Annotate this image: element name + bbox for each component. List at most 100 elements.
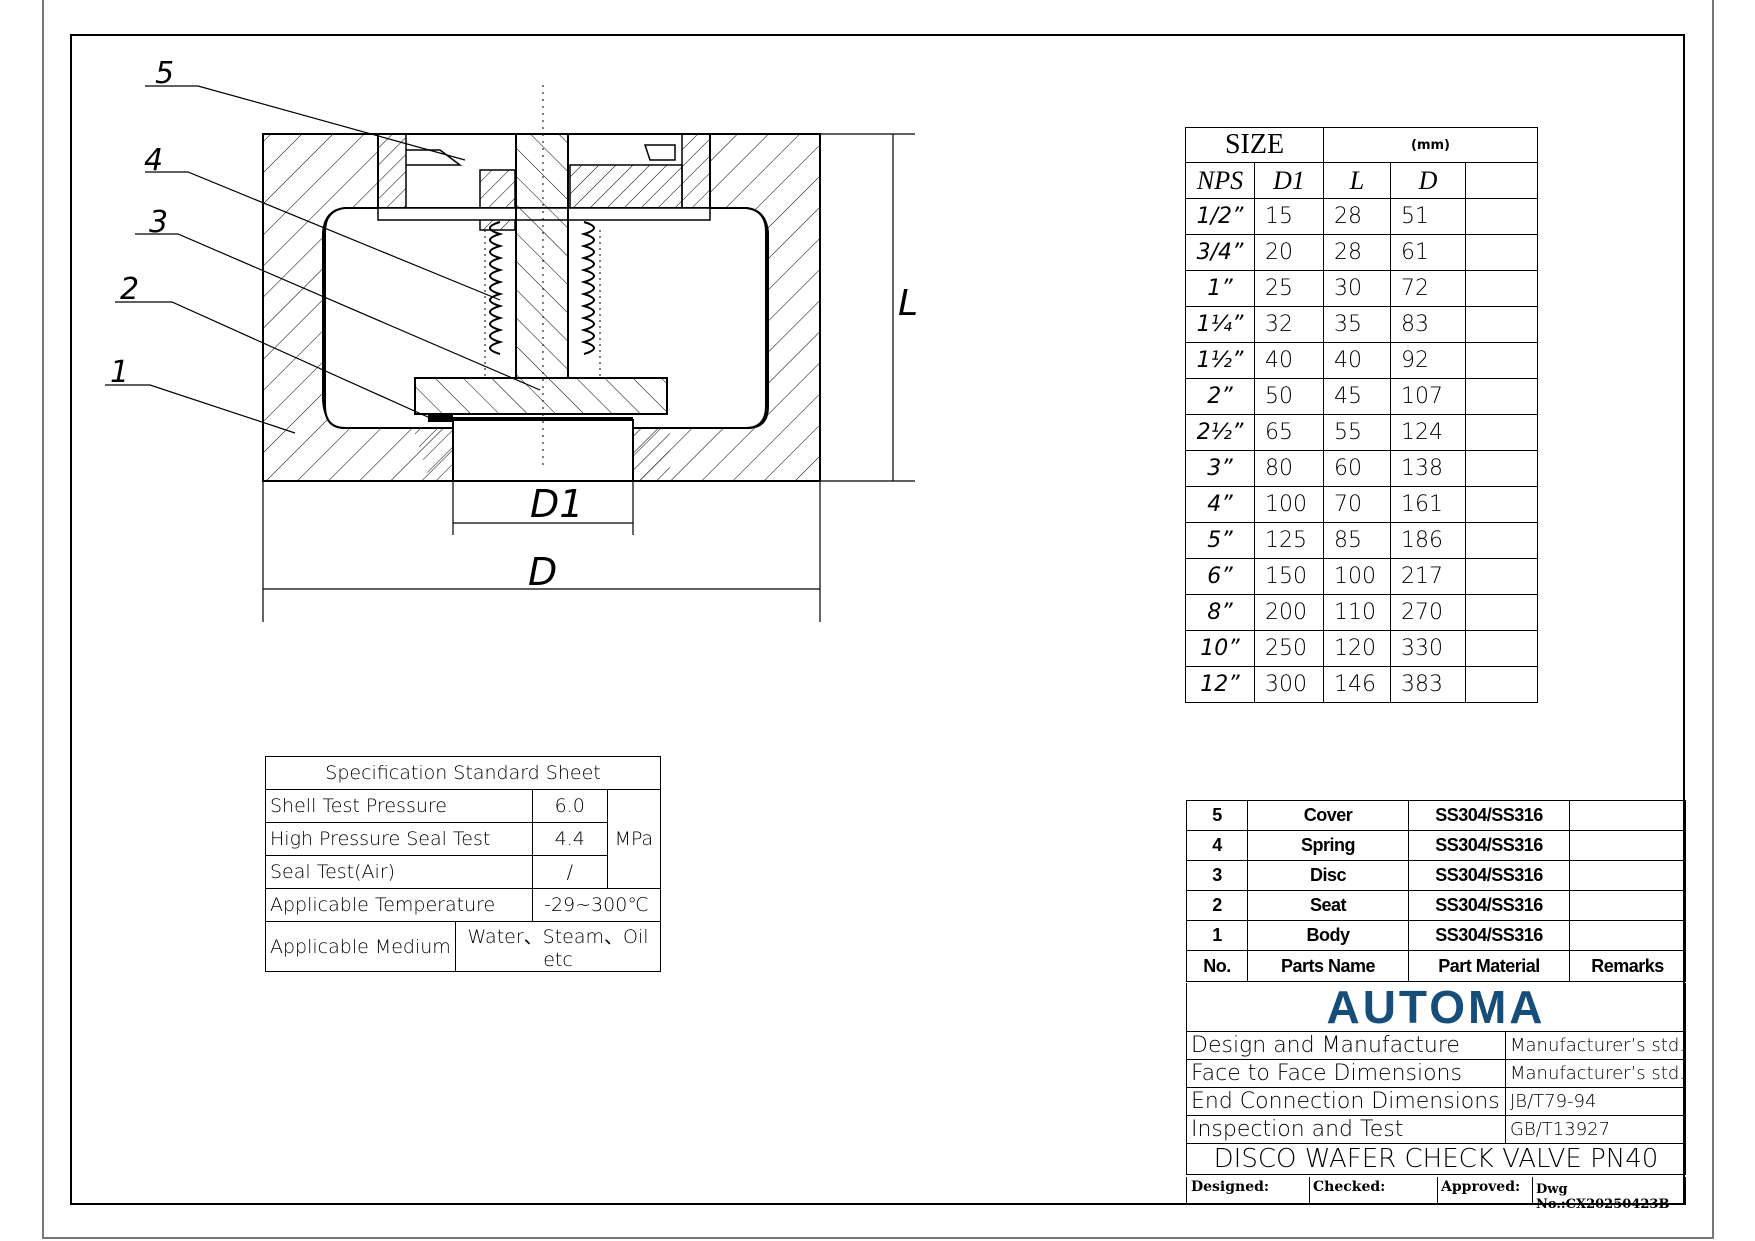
size-d-cell: 83 — [1390, 306, 1466, 343]
standard-label: End Connection Dimensions — [1186, 1087, 1506, 1116]
size-nps-cell: 1/2” — [1185, 198, 1255, 235]
parts-header-remarks: Remarks — [1569, 950, 1686, 982]
standard-label: Inspection and Test — [1186, 1115, 1506, 1144]
temp-label: Applicable Temperature — [265, 888, 533, 922]
size-d-cell: 217 — [1390, 558, 1466, 595]
col-nps: NPS — [1185, 162, 1255, 199]
size-l-cell: 30 — [1323, 270, 1391, 307]
size-blank-cell — [1465, 558, 1538, 595]
part-name-cell: Body — [1247, 920, 1409, 951]
size-nps-cell: 2” — [1185, 378, 1255, 415]
part-remarks-cell — [1569, 800, 1686, 831]
size-l-cell: 85 — [1323, 522, 1391, 559]
hp-seal-value: 4.4 — [531, 822, 608, 856]
part-name-cell: Disc — [1247, 860, 1409, 891]
callout-3: 3 — [149, 205, 168, 240]
size-d-cell: 383 — [1390, 666, 1466, 703]
size-blank-cell — [1465, 306, 1538, 343]
size-nps-cell: 4” — [1185, 486, 1255, 523]
size-l-cell: 120 — [1323, 630, 1391, 667]
checked-label: Checked: — [1313, 1179, 1386, 1195]
size-d-cell: 270 — [1390, 594, 1466, 631]
size-l-cell: 100 — [1323, 558, 1391, 595]
size-blank-cell — [1465, 414, 1538, 451]
size-d1-cell: 150 — [1254, 558, 1324, 595]
size-d-cell: 51 — [1390, 198, 1466, 235]
size-blank-cell — [1465, 234, 1538, 271]
size-blank-cell — [1465, 666, 1538, 703]
part-name-cell: Spring — [1247, 830, 1409, 861]
size-nps-cell: 6” — [1185, 558, 1255, 595]
dim-D-label: D — [528, 550, 557, 594]
size-nps-cell: 2½” — [1185, 414, 1255, 451]
part-no-cell: 5 — [1186, 800, 1248, 831]
size-l-cell: 28 — [1323, 234, 1391, 271]
size-d-cell: 161 — [1390, 486, 1466, 523]
size-d1-cell: 65 — [1254, 414, 1324, 451]
size-blank-cell — [1465, 522, 1538, 559]
part-material-cell: SS304/SS316 — [1408, 890, 1570, 921]
col-l: L — [1323, 162, 1391, 199]
size-d1-cell: 20 — [1254, 234, 1324, 271]
size-nps-cell: 5” — [1185, 522, 1255, 559]
size-d-cell: 107 — [1390, 378, 1466, 415]
part-no-cell: 4 — [1186, 830, 1248, 861]
size-nps-cell: 1½” — [1185, 342, 1255, 379]
part-remarks-cell — [1569, 830, 1686, 861]
size-l-cell: 70 — [1323, 486, 1391, 523]
standard-value: GB/T13927 — [1505, 1115, 1686, 1144]
part-remarks-cell — [1569, 920, 1686, 951]
parts-header-name: Parts Name — [1247, 950, 1409, 982]
size-d-cell: 138 — [1390, 450, 1466, 487]
designed-label: Designed: — [1191, 1179, 1270, 1195]
size-d1-cell: 250 — [1254, 630, 1324, 667]
temp-value: -29~300℃ — [531, 888, 662, 922]
callout-1: 1 — [110, 355, 129, 390]
size-l-cell: 60 — [1323, 450, 1391, 487]
shell-test-label: Shell Test Pressure — [265, 789, 533, 823]
part-no-cell: 2 — [1186, 890, 1248, 921]
size-d1-cell: 50 — [1254, 378, 1324, 415]
standard-value: Manufacturer’s std. — [1505, 1059, 1686, 1088]
size-d1-cell: 100 — [1254, 486, 1324, 523]
size-l-cell: 146 — [1323, 666, 1391, 703]
unit-header: (mm) — [1323, 127, 1538, 163]
medium-value: Water、Steam、Oil etc — [455, 921, 661, 972]
approved-label: Approved: — [1441, 1179, 1521, 1195]
size-d1-cell: 80 — [1254, 450, 1324, 487]
size-nps-cell: 12” — [1185, 666, 1255, 703]
size-blank-cell — [1465, 450, 1538, 487]
size-l-cell: 45 — [1323, 378, 1391, 415]
callout-4: 4 — [144, 143, 163, 178]
size-d1-cell: 125 — [1254, 522, 1324, 559]
size-l-cell: 35 — [1323, 306, 1391, 343]
parts-header-material: Part Material — [1408, 950, 1570, 982]
dim-D1-label: D1 — [530, 482, 583, 526]
size-d-cell: 186 — [1390, 522, 1466, 559]
size-nps-cell: 1” — [1185, 270, 1255, 307]
size-l-cell: 110 — [1323, 594, 1391, 631]
air-seal-label: Seal Test(Air) — [265, 855, 533, 889]
size-d-cell: 124 — [1390, 414, 1466, 451]
size-blank-cell — [1465, 594, 1538, 631]
size-d1-cell: 25 — [1254, 270, 1324, 307]
part-material-cell: SS304/SS316 — [1408, 830, 1570, 861]
part-remarks-cell — [1569, 890, 1686, 921]
hp-seal-label: High Pressure Seal Test — [265, 822, 533, 856]
callout-5: 5 — [155, 56, 174, 91]
